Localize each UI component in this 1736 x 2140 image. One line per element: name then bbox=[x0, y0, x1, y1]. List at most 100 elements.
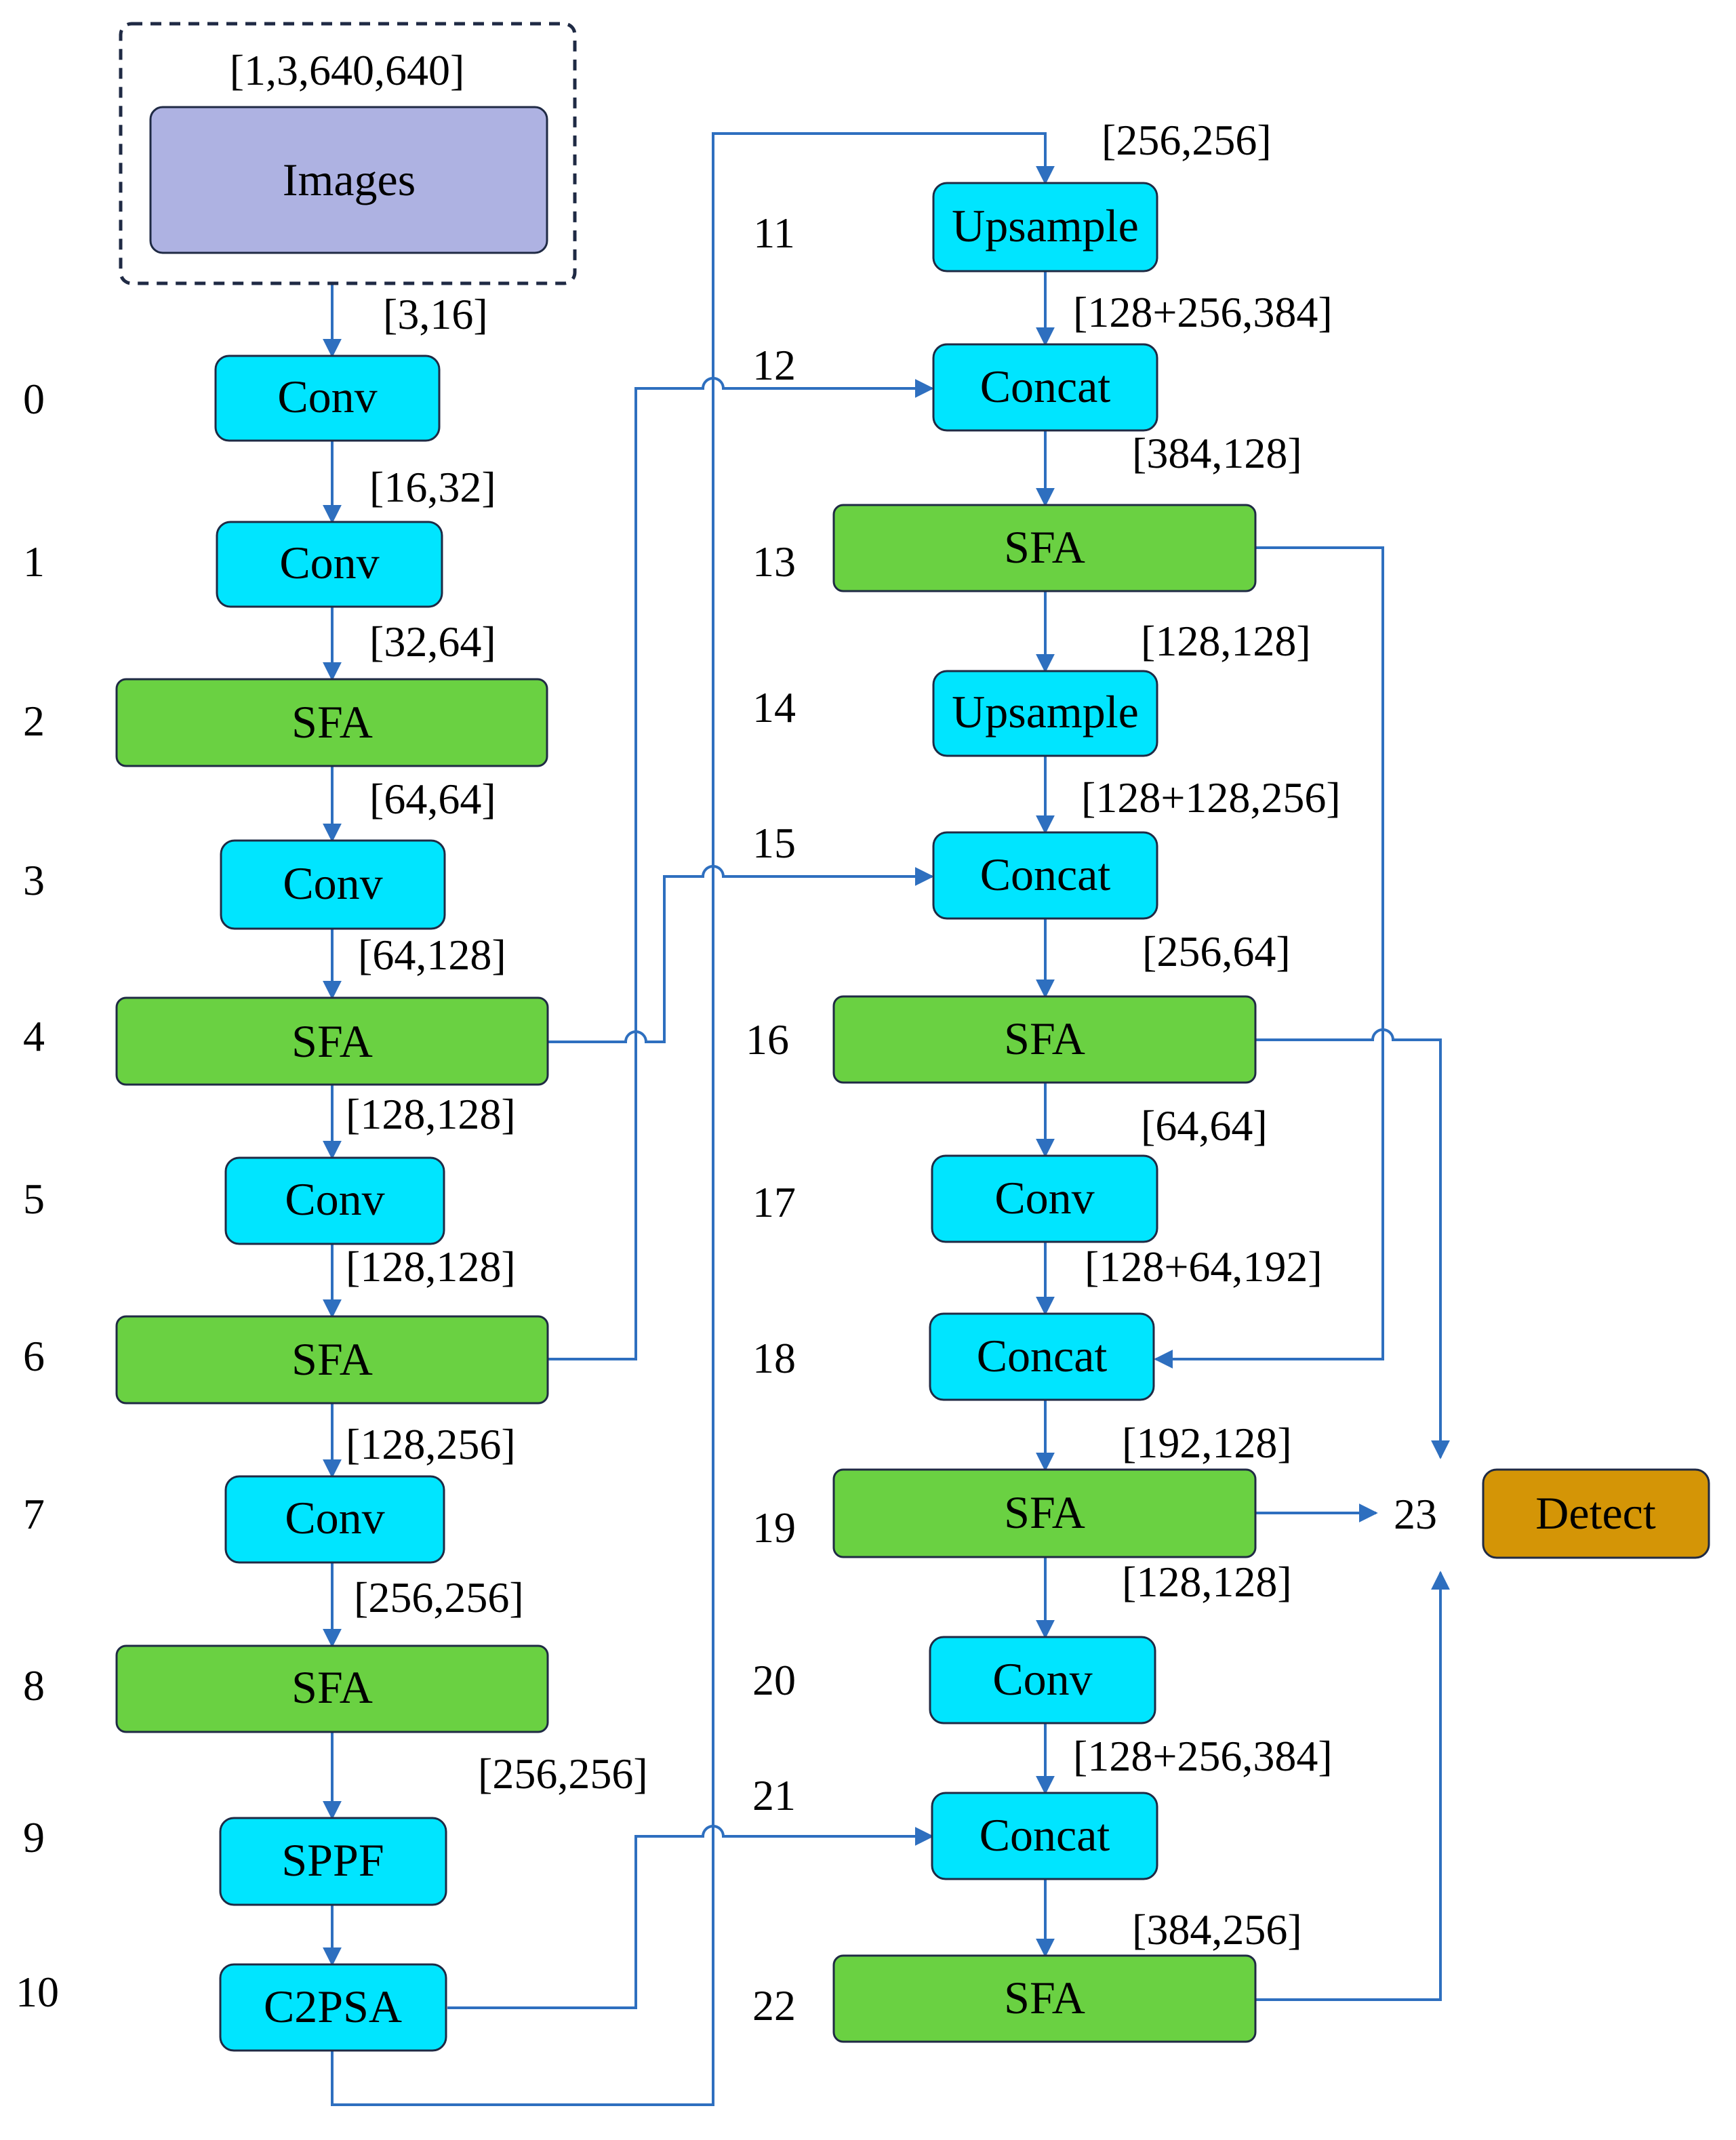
node-5-label: Conv bbox=[285, 1173, 384, 1225]
index-16: 16 bbox=[746, 1015, 789, 1064]
layer-indices: 0 1 2 3 4 5 6 7 8 9 10 11 12 13 14 15 16… bbox=[16, 209, 1437, 2030]
node-7-conv bbox=[224, 1475, 445, 1564]
right-column: Upsample Concat SFA Upsample Concat SFA … bbox=[832, 182, 1710, 2043]
index-11: 11 bbox=[753, 209, 795, 257]
node-4-sfa bbox=[115, 996, 549, 1086]
node-18-label: Concat bbox=[977, 1330, 1108, 1381]
edge-label-10-11: [256,256] bbox=[1102, 116, 1272, 164]
index-8: 8 bbox=[23, 1661, 45, 1710]
node-1-conv bbox=[216, 521, 443, 608]
index-13: 13 bbox=[752, 538, 796, 586]
edge-label-11-12: [128+256,384] bbox=[1073, 288, 1333, 336]
images-label: Images bbox=[283, 154, 416, 205]
index-5: 5 bbox=[23, 1175, 45, 1223]
index-20: 20 bbox=[752, 1656, 796, 1704]
node-10-c2psa bbox=[219, 1963, 447, 2052]
edge-label-images-0: [3,16] bbox=[383, 290, 488, 338]
edge-label-6-7: [128,256] bbox=[346, 1420, 516, 1468]
index-7: 7 bbox=[23, 1490, 45, 1538]
index-10: 10 bbox=[16, 1968, 59, 2016]
edge-16-23 bbox=[1255, 1028, 1450, 1459]
images-box bbox=[149, 106, 548, 254]
edge-label-14-15: [128+128,256] bbox=[1081, 773, 1341, 822]
node-detect bbox=[1482, 1468, 1710, 1559]
edge-label-5-6: [128,128] bbox=[346, 1243, 516, 1291]
index-19: 19 bbox=[752, 1503, 796, 1552]
node-20-conv bbox=[929, 1636, 1156, 1724]
edge-22-23 bbox=[1255, 1571, 1450, 2001]
edge-label-16-17: [64,64] bbox=[1141, 1102, 1268, 1150]
node-9-sppf bbox=[219, 1817, 447, 1906]
node-12-concat bbox=[932, 343, 1158, 432]
edge-label-15-16: [256,64] bbox=[1142, 927, 1291, 975]
node-18-concat bbox=[929, 1312, 1155, 1401]
node-15-concat bbox=[932, 831, 1158, 920]
index-15: 15 bbox=[752, 819, 796, 867]
index-1: 1 bbox=[23, 538, 45, 586]
node-14-label: Upsample bbox=[952, 686, 1139, 738]
edge-labels: [3,16] [16,32] [32,64] [64,64] [64,128] … bbox=[346, 116, 1341, 1954]
left-column: Conv Conv SFA Conv SFA Conv SFA Conv SFA… bbox=[115, 355, 549, 2052]
node-20-label: Conv bbox=[992, 1653, 1092, 1705]
index-3: 3 bbox=[23, 856, 45, 904]
node-detect-label: Detect bbox=[1535, 1487, 1656, 1539]
edge-label-2-3: [64,64] bbox=[369, 775, 496, 823]
index-6: 6 bbox=[23, 1332, 45, 1380]
edge-label-18-19: [192,128] bbox=[1122, 1419, 1292, 1467]
edges bbox=[323, 132, 1450, 2106]
edge-label-21-22: [384,256] bbox=[1132, 1905, 1302, 1954]
edge-label-20-21: [128+256,384] bbox=[1073, 1732, 1333, 1780]
index-22: 22 bbox=[752, 1981, 796, 2030]
node-9-label: SPPF bbox=[281, 1834, 384, 1886]
node-11-label: Upsample bbox=[952, 200, 1139, 251]
node-3-conv bbox=[220, 839, 446, 930]
node-2-sfa bbox=[115, 678, 548, 767]
index-23: 23 bbox=[1394, 1490, 1437, 1538]
node-0-conv bbox=[214, 355, 441, 442]
node-12-label: Concat bbox=[980, 361, 1111, 412]
node-17-conv bbox=[931, 1154, 1158, 1243]
node-11-upsample bbox=[932, 182, 1158, 272]
edge-13-18 bbox=[1154, 546, 1384, 1369]
edge-label-12-13: [384,128] bbox=[1132, 429, 1302, 477]
edge-6-12 bbox=[548, 377, 934, 1360]
node-3-label: Conv bbox=[283, 857, 382, 909]
index-18: 18 bbox=[752, 1334, 796, 1382]
edge-label-13-14: [128,128] bbox=[1141, 617, 1311, 665]
edge-label-17-18: [128+64,192] bbox=[1085, 1243, 1323, 1291]
edge-label-7-8: [256,256] bbox=[354, 1573, 524, 1621]
node-1-label: Conv bbox=[279, 537, 379, 588]
input-dashed-frame bbox=[119, 22, 577, 285]
node-6-label: SFA bbox=[291, 1333, 373, 1385]
node-15-label: Concat bbox=[980, 849, 1111, 900]
edge-label-1-2: [32,64] bbox=[369, 618, 496, 666]
node-8-label: SFA bbox=[291, 1661, 373, 1713]
input-shape-label: [1,3,640,640] bbox=[230, 46, 465, 94]
node-19-label: SFA bbox=[1004, 1487, 1085, 1538]
node-13-sfa bbox=[832, 504, 1257, 592]
node-16-label: SFA bbox=[1004, 1013, 1085, 1064]
edge-label-19-20: [128,128] bbox=[1122, 1558, 1292, 1606]
index-2: 2 bbox=[23, 697, 45, 745]
edge-label-4-5: [128,128] bbox=[346, 1090, 516, 1138]
node-21-concat bbox=[931, 1792, 1158, 1880]
node-8-sfa bbox=[115, 1644, 549, 1733]
node-5-conv bbox=[224, 1156, 445, 1245]
edge-label-3-4: [64,128] bbox=[358, 931, 506, 979]
edge-4-15 bbox=[548, 865, 934, 1043]
node-19-sfa bbox=[832, 1468, 1257, 1558]
node-7-label: Conv bbox=[285, 1492, 384, 1543]
node-21-label: Concat bbox=[980, 1809, 1110, 1861]
index-14: 14 bbox=[752, 683, 796, 731]
index-9: 9 bbox=[23, 1813, 45, 1861]
index-0: 0 bbox=[23, 375, 45, 423]
edge-10-11 bbox=[331, 132, 1055, 2106]
node-4-label: SFA bbox=[291, 1015, 373, 1067]
index-12: 12 bbox=[752, 341, 796, 389]
node-22-label: SFA bbox=[1004, 1972, 1085, 2023]
edge-10-21 bbox=[447, 1825, 934, 2009]
node-22-sfa bbox=[832, 1954, 1257, 2043]
node-6-sfa bbox=[115, 1315, 549, 1405]
edge-label-0-1: [16,32] bbox=[369, 463, 496, 511]
